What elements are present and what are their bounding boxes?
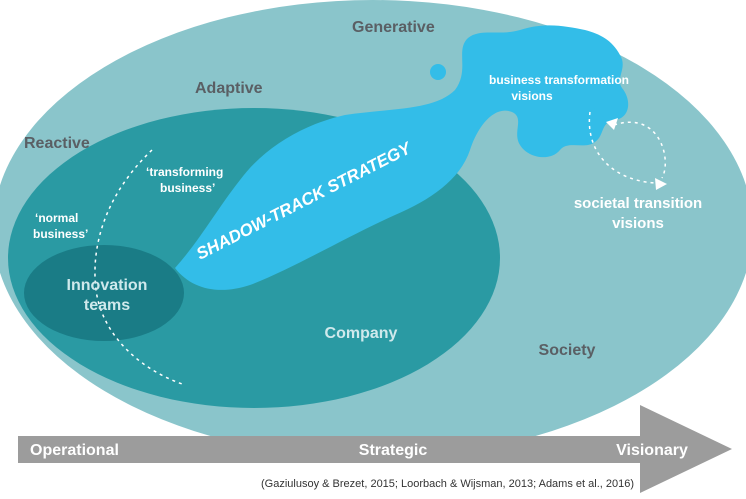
axis-strategic: Strategic xyxy=(359,442,428,459)
business-visions-line1: business transformation xyxy=(489,73,629,87)
innovation-teams-region xyxy=(24,245,184,341)
level-adaptive: Adaptive xyxy=(195,80,263,97)
visions-connector xyxy=(613,121,666,179)
strategy-axis-arrow xyxy=(18,405,732,493)
shadow-track-shape xyxy=(175,25,629,290)
shadow-track-bump xyxy=(594,99,612,117)
shadow-track-bump xyxy=(430,64,446,80)
axis-operational: Operational xyxy=(30,442,119,459)
company-label: Company xyxy=(325,325,398,342)
level-reactive: Reactive xyxy=(24,135,90,152)
normal-business-line2: business’ xyxy=(33,227,88,241)
level-generative: Generative xyxy=(352,19,435,36)
transforming-business-line2: business’ xyxy=(160,181,215,195)
societal-visions-line2: visions xyxy=(612,215,664,232)
societal-visions-line1: societal transition xyxy=(574,195,702,212)
innovation-teams-line1: Innovation xyxy=(67,277,148,294)
business-visions-line2: visions xyxy=(511,89,553,103)
axis-visionary: Visionary xyxy=(616,442,688,459)
arrowhead-icon xyxy=(655,178,667,190)
society-label: Society xyxy=(539,342,596,359)
arrowhead-icon xyxy=(606,118,618,130)
normal-transforming-divider xyxy=(94,149,186,386)
normal-business-line1: ‘normal xyxy=(35,211,78,225)
transforming-business-line1: ‘transforming xyxy=(146,165,223,179)
citation: (Gaziulusoy & Brezet, 2015; Loorbach & W… xyxy=(261,478,634,490)
innovation-teams-line2: teams xyxy=(84,297,130,314)
